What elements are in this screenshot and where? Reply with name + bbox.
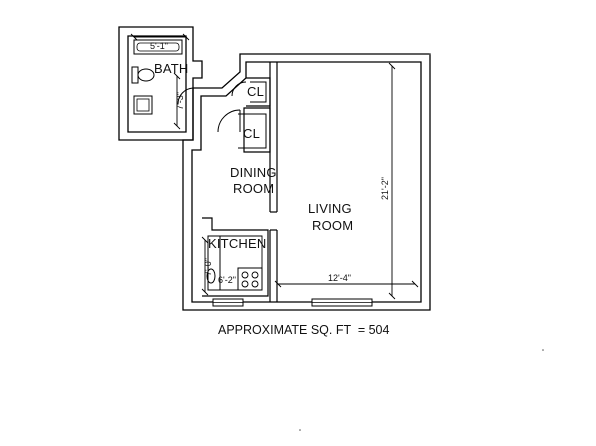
bath-inner-wall — [127, 35, 187, 133]
closet-lower-door — [217, 109, 241, 133]
bath-sink — [133, 95, 153, 115]
closet-upper-label: CL — [247, 84, 264, 99]
dining-label-line2: ROOM — [233, 181, 274, 196]
kitchen-counter — [207, 235, 221, 291]
main-outer-wall — [182, 53, 431, 311]
closet-lower-inner — [238, 113, 267, 149]
closet-upper-wall — [246, 77, 271, 107]
bath-height-label: 7'-3" — [175, 92, 185, 110]
closet-upper-door — [231, 81, 247, 97]
bath-width-label: 5'-1" — [150, 41, 168, 51]
kitchen-wall — [202, 217, 269, 297]
living-label-line1: LIVING — [308, 201, 352, 216]
dining-label-line1: DINING — [230, 165, 277, 180]
exterior-walls — [118, 26, 431, 311]
main-inner-wall — [191, 61, 422, 303]
closet-lower-label: CL — [243, 126, 260, 141]
toilet-tank — [131, 66, 139, 84]
square-footage-label: APPROXIMATE SQ. FT = 504 — [218, 323, 390, 337]
closet-lower-wall — [243, 107, 271, 153]
dimension-lines — [130, 33, 419, 300]
doors — [177, 81, 247, 133]
living-height-label: 21'-2" — [380, 177, 390, 200]
closet-upper-inner — [250, 81, 267, 103]
kitchen-sink — [206, 268, 216, 284]
windows — [212, 298, 373, 307]
living-width-label: 12'-4" — [328, 273, 351, 283]
kitchen-label: KITCHEN — [208, 236, 266, 251]
toilet-bowl — [137, 68, 155, 82]
kitchen-stove — [237, 267, 263, 291]
bath-label: BATH — [154, 61, 189, 76]
bath-outer-wall — [118, 26, 203, 141]
living-label-line2: ROOM — [312, 218, 353, 233]
room-labels: BATH CL CL DINING ROOM LIVING ROOM KITCH… — [154, 61, 353, 251]
kitchen-height-label: 7'-0" — [203, 258, 213, 276]
bath-door-swing — [177, 87, 194, 105]
bath-fixtures — [131, 39, 183, 115]
kitchen-width-label: 6'-2" — [218, 275, 236, 285]
bathtub — [133, 39, 183, 55]
dimension-labels: 5'-1" 7'-3" 21'-2" 12'-4" 7'-0" 6'-2" — [150, 41, 390, 285]
